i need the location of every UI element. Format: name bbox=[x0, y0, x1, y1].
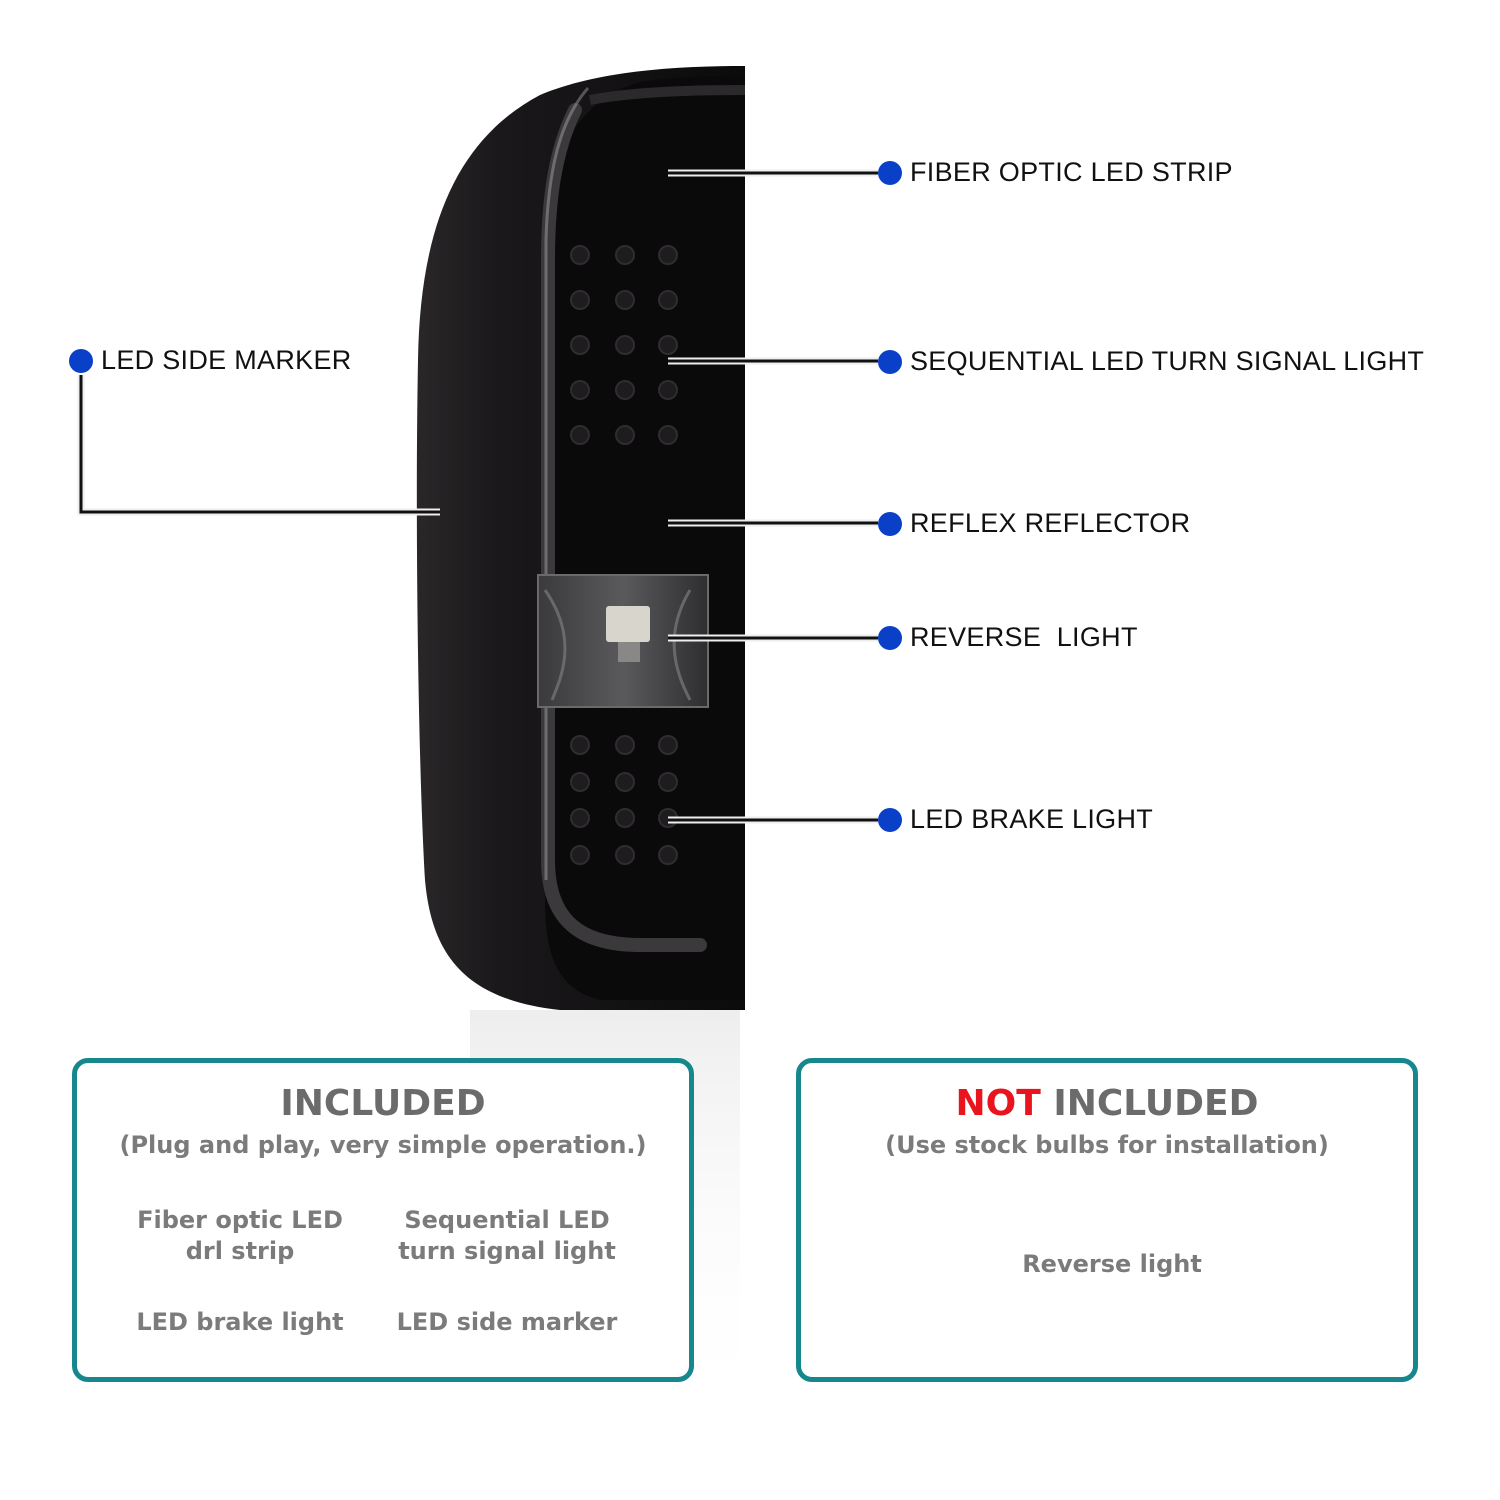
not-included-subtitle: (Use stock bulbs for installation) bbox=[885, 1131, 1329, 1159]
callout-label: LED BRAKE LIGHT bbox=[910, 804, 1154, 834]
not-included-title: NOT INCLUDED bbox=[801, 1083, 1413, 1124]
bullet-dot-icon bbox=[69, 348, 93, 373]
included-item-side-marker: LED side marker bbox=[396, 1308, 618, 1336]
callout-reverse-light: REVERSE LIGHT bbox=[878, 622, 1138, 653]
reverse-bulb bbox=[606, 606, 650, 642]
not-word: NOT bbox=[955, 1083, 1041, 1124]
callout-fiber-optic: FIBER OPTIC LED STRIP bbox=[878, 157, 1233, 188]
included-word: INCLUDED bbox=[1040, 1083, 1259, 1124]
included-panel: INCLUDED (Plug and play, very simple ope… bbox=[72, 1058, 694, 1382]
lamp-lens bbox=[545, 76, 745, 1000]
lamp-highlight bbox=[544, 87, 590, 880]
callout-label: REFLEX REFLECTOR bbox=[910, 508, 1191, 538]
callout-label: SEQUENTIAL LED TURN SIGNAL LIGHT bbox=[910, 346, 1425, 376]
callout-brake-light: LED BRAKE LIGHT bbox=[878, 804, 1153, 835]
fiber-optic-strip bbox=[541, 103, 707, 952]
callout-label: LED SIDE MARKER bbox=[101, 345, 352, 375]
included-subtitle: (Plug and play, very simple operation.) bbox=[119, 1131, 647, 1159]
not-included-panel: NOT INCLUDED (Use stock bulbs for instal… bbox=[796, 1058, 1418, 1382]
included-title: INCLUDED bbox=[280, 1083, 486, 1124]
bullet-dot-icon bbox=[878, 807, 902, 832]
bullet-dot-icon bbox=[878, 625, 902, 650]
callout-label: FIBER OPTIC LED STRIP bbox=[910, 157, 1233, 187]
callout-reflex-reflector: REFLEX REFLECTOR bbox=[878, 508, 1190, 539]
bullet-dot-icon bbox=[878, 160, 902, 185]
not-included-item-reverse: Reverse light bbox=[1022, 1250, 1202, 1278]
included-item-brake: LED brake light bbox=[136, 1308, 344, 1336]
brake-leds bbox=[570, 735, 678, 865]
included-item-fiber: Fiber optic LED drl strip bbox=[137, 1206, 343, 1265]
leader-lines bbox=[77, 169, 878, 824]
callout-side-marker: LED SIDE MARKER bbox=[69, 345, 352, 376]
bullet-dot-icon bbox=[878, 349, 902, 374]
turn-signal-leds bbox=[570, 245, 678, 445]
bullet-dot-icon bbox=[878, 511, 902, 536]
callout-sequential-turn-signal: SEQUENTIAL LED TURN SIGNAL LIGHT bbox=[878, 346, 1424, 377]
callout-label: REVERSE LIGHT bbox=[910, 622, 1138, 652]
included-item-sequential: Sequential LED turn signal light bbox=[398, 1206, 616, 1265]
